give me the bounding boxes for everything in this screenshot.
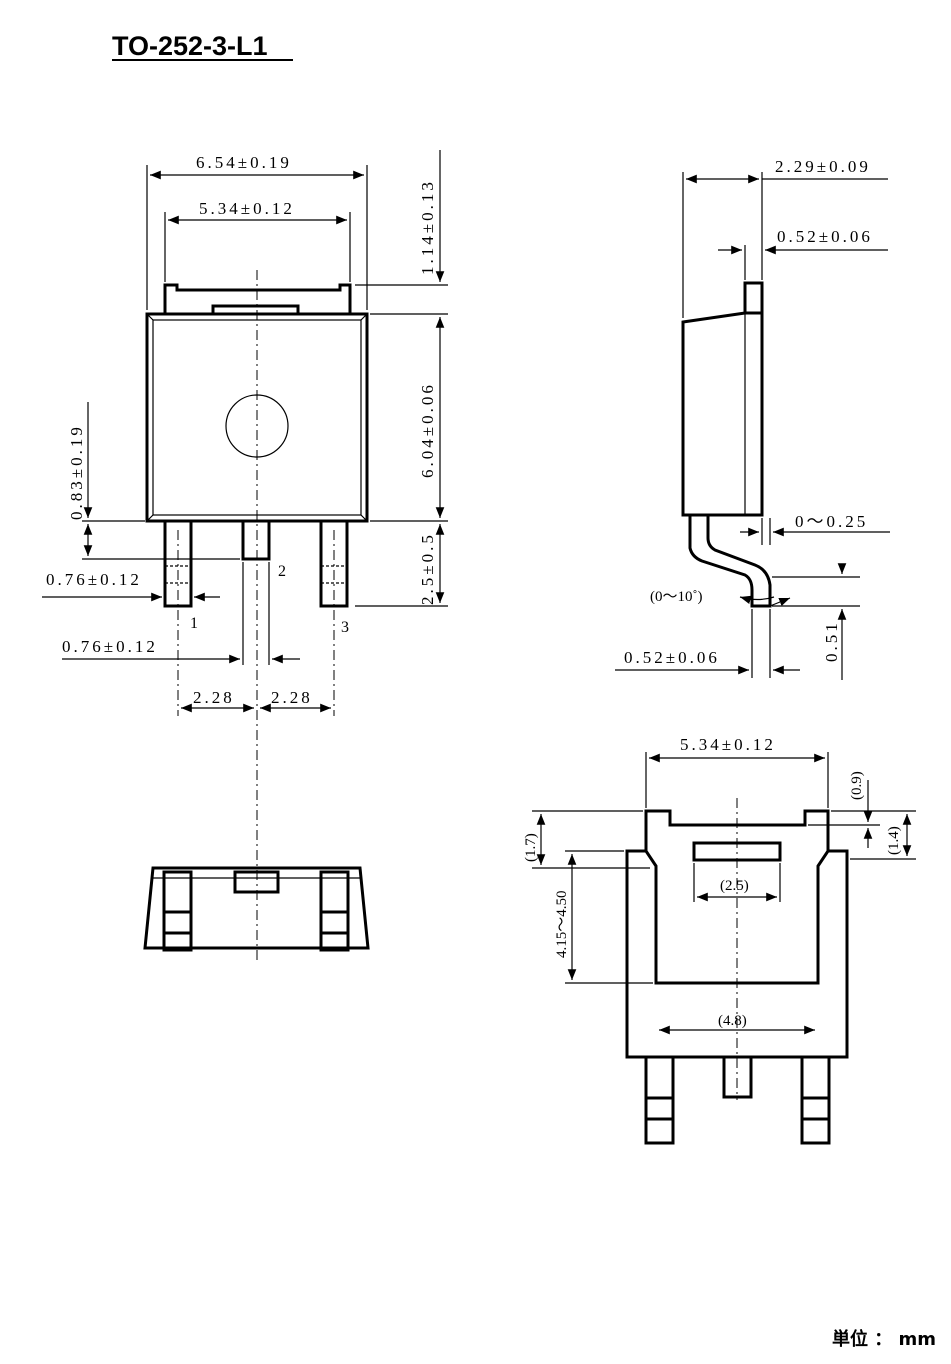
dim-tab-notch: (0.9) [849, 771, 865, 800]
dim-lead-length: 2.5±0.5 [418, 532, 437, 605]
dim-pitch-left: 2.28 [193, 688, 235, 707]
dim-slot-width: (2.5) [720, 878, 749, 894]
dim-lead-gap: 0～0.25 [795, 512, 868, 531]
dim-lead-foot: 0.51 [822, 620, 841, 662]
dim-inner-width: (4.8) [718, 1013, 747, 1029]
front-view: 1 2 3 6.54±0.19 5.34±0.12 1.14±0.13 6.04… [42, 150, 448, 960]
dim-bottom-tab-height: (1.4) [886, 826, 902, 855]
pin-2-label: 2 [278, 563, 286, 580]
dim-total-thickness: 2.29±0.09 [775, 157, 871, 176]
dim-lead1-width: 0.76±0.12 [46, 570, 142, 589]
dim-tab-thickness: 0.52±0.06 [777, 227, 873, 246]
dim-lead-offset: 0.83±0.19 [67, 424, 86, 520]
end-view [143, 866, 370, 952]
dim-lead-thickness: 0.52±0.06 [624, 648, 720, 667]
pin-3-label: 3 [341, 619, 349, 636]
pin-1-label: 1 [190, 615, 198, 632]
dim-side-height: (1.7) [523, 833, 539, 862]
side-view: 2.29±0.09 0.52±0.06 0～0.25 (0～10˚) 0.51 … [615, 157, 890, 680]
dim-lead-angle: (0～10˚) [650, 589, 703, 605]
dim-pitch-right: 2.28 [271, 688, 313, 707]
dim-tab-height: 1.14±0.13 [418, 179, 437, 275]
dim-tab-width: 5.34±0.12 [199, 199, 295, 218]
dim-bottom-tab-width: 5.34±0.12 [680, 735, 776, 754]
unit-label: 単位 ： mm [832, 1328, 936, 1350]
bottom-view: 5.34±0.12 (0.9) (1.4) (1.7) 4.15～4.50 (2… [523, 735, 916, 1145]
dim-pad-range: 4.15～4.50 [554, 890, 570, 958]
dim-body-height: 6.04±0.06 [418, 382, 437, 478]
dim-overall-width: 6.54±0.19 [196, 153, 292, 172]
dim-lead2-width: 0.76±0.12 [62, 637, 158, 656]
drawing-title: TO-252-3-L1 [112, 31, 268, 61]
